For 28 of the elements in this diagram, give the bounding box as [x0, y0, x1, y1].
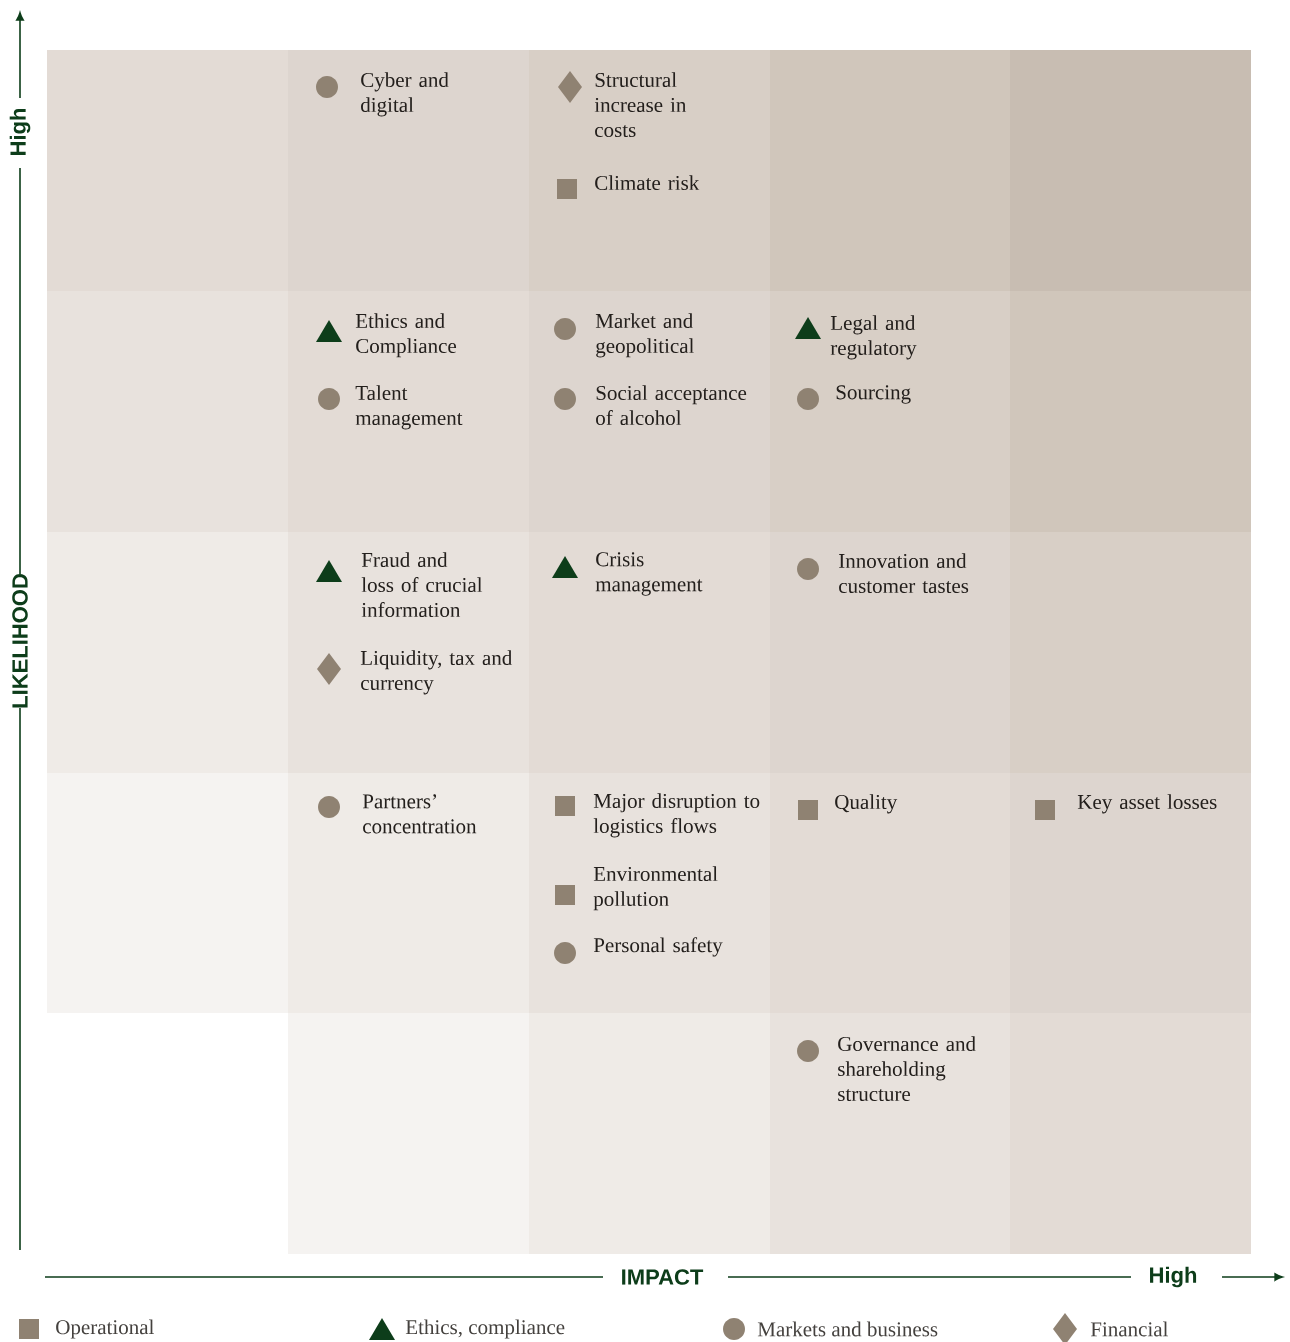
risk-label: Sourcing	[836, 385, 911, 404]
risk-label: Legal and regulatory	[830, 315, 917, 360]
legend-label: Financial	[1090, 1321, 1168, 1337]
risk-label: Social acceptance of alcohol	[596, 385, 747, 426]
legend-label: Ethics, compliance	[405, 1319, 565, 1339]
risk-label: Talent management	[355, 385, 463, 430]
axis-label: IMPACT	[622, 1269, 704, 1285]
axis-label: High	[9, 108, 31, 155]
legend-label: Markets and business	[757, 1321, 938, 1337]
axis-label: LIKELIHOOD	[12, 574, 28, 708]
risk-label: Quality	[835, 794, 898, 814]
risk-label: Environmental pollution	[593, 866, 718, 911]
risk-label: Fraud and loss of crucial information	[361, 552, 483, 618]
legend-label: Operational	[56, 1319, 154, 1339]
risk-label: Ethics and Compliance	[355, 313, 457, 358]
risk-label: Innovation and customer tastes	[839, 553, 969, 594]
risk-label: Market and geopolitical	[595, 313, 694, 358]
risk-label: Climate risk	[595, 175, 700, 191]
risk-label: Major disruption to logistics flows	[593, 793, 760, 838]
risk-label: Structural increase in costs	[594, 72, 687, 138]
risk-label: Cyber and digital	[361, 72, 449, 117]
axis-label: High	[1150, 1266, 1197, 1288]
risk-label: Personal safety	[593, 937, 723, 957]
risk-label: Partners’ concentration	[362, 794, 477, 834]
risk-label: Governance and shareholding structure	[838, 1036, 976, 1102]
risk-label: Crisis management	[595, 552, 703, 596]
risk-label: Key asset losses	[1077, 794, 1217, 814]
risk-label: Liquidity, tax and currency	[360, 650, 513, 695]
